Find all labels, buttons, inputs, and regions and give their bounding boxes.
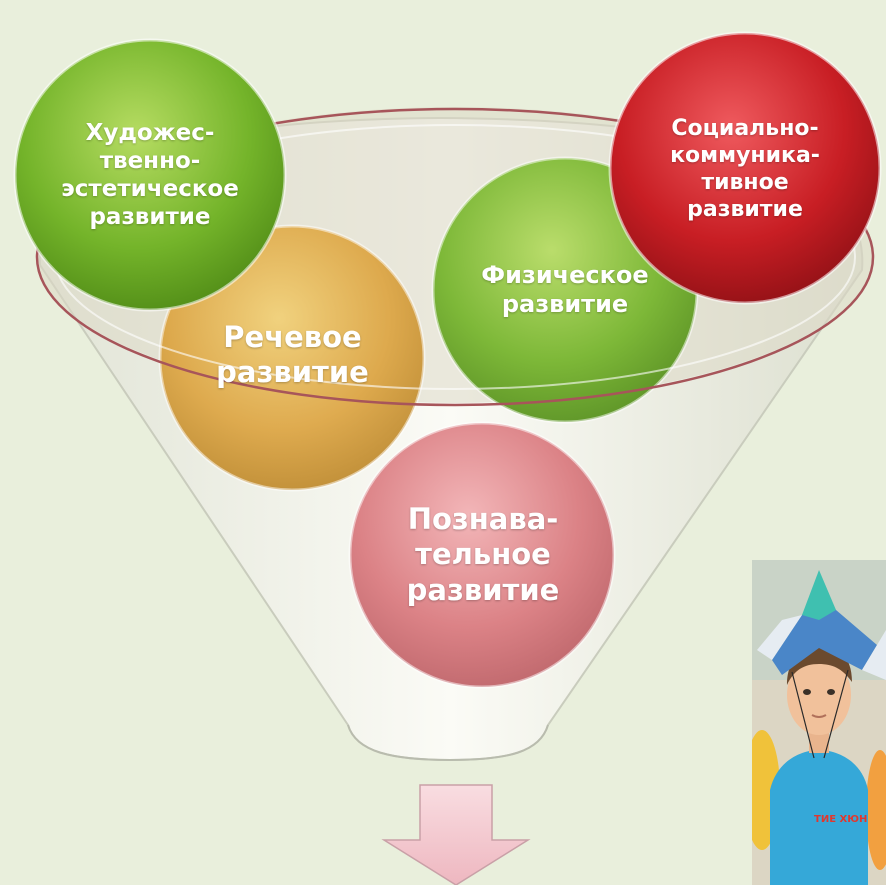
svg-text:ТИЕ ХЮН: ТИЕ ХЮН — [814, 814, 867, 825]
circle-cognitive — [348, 421, 616, 689]
circle-art — [13, 38, 287, 312]
down-arrow-icon — [381, 784, 531, 885]
label-physical: Физическое развитие — [481, 260, 649, 318]
child-photo: ТИЕ ХЮН — [752, 560, 886, 885]
label-cognitive: Познава- тельное развитие — [406, 501, 560, 607]
label-speech: Речевое развитие — [216, 319, 369, 389]
circle-speech — [158, 224, 426, 492]
label-social: Социально- коммуника- тивное развитие — [670, 116, 820, 222]
label-art: Художес- твенно- эстетическое развитие — [61, 119, 239, 231]
circle-social — [608, 31, 882, 305]
